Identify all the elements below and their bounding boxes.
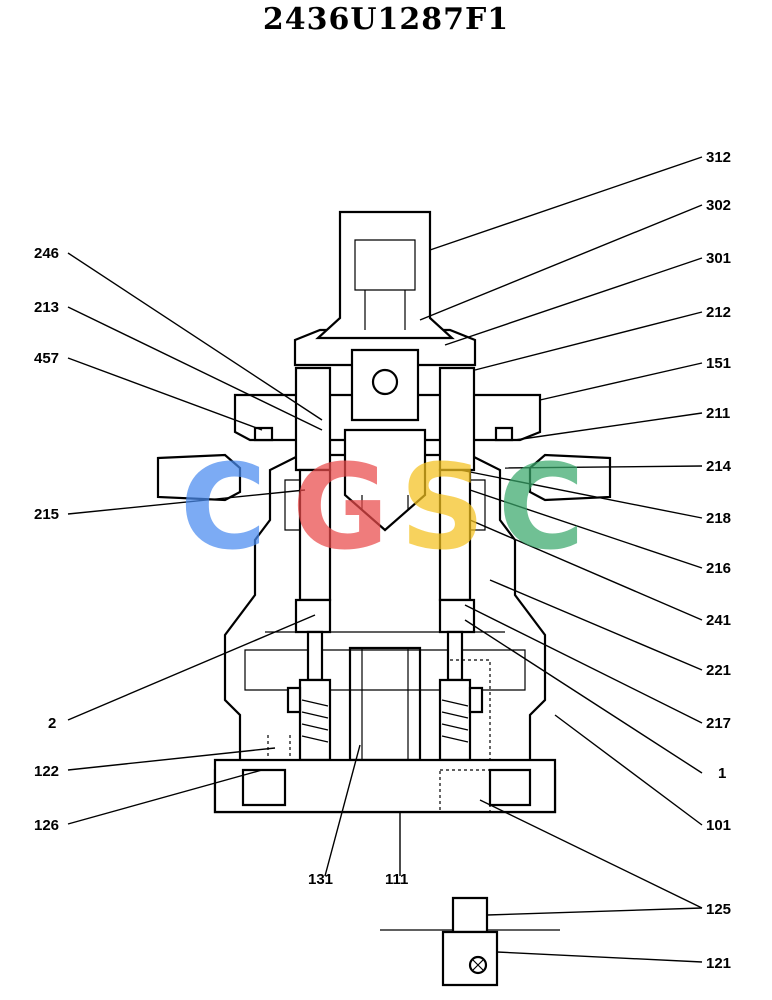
watermark-letter-3: S (400, 438, 485, 576)
watermark-letter-4: C (498, 438, 585, 576)
watermark: C G S C (180, 438, 585, 576)
leader-lines (67, 156, 703, 963)
callout-457: 457 (34, 350, 59, 367)
callout-213: 213 (34, 299, 59, 316)
callout-312: 312 (706, 149, 731, 166)
callout-215: 215 (34, 506, 59, 523)
callout-1: 1 (718, 765, 726, 782)
valve-assembly (156, 210, 612, 987)
callout-125: 125 (706, 901, 731, 918)
callout-241: 241 (706, 612, 731, 629)
callout-211: 211 (706, 405, 730, 422)
callout-246: 246 (34, 245, 59, 262)
callout-121: 121 (706, 955, 731, 972)
callout-216: 216 (706, 560, 731, 577)
callout-217: 217 (706, 715, 731, 732)
callout-214: 214 (706, 458, 732, 475)
callout-302: 302 (706, 197, 731, 214)
callout-101: 101 (706, 817, 731, 834)
callout-151: 151 (706, 355, 731, 372)
callout-131: 131 (308, 871, 333, 888)
watermark-letter-1: C (180, 438, 267, 576)
callout-labels: 312 302 301 212 151 211 214 218 216 241 … (34, 149, 732, 972)
callout-221: 221 (706, 662, 731, 679)
drawing-number-title: 2436U1287F1 (262, 2, 510, 37)
callout-301: 301 (706, 250, 731, 267)
callout-212: 212 (706, 304, 731, 321)
callout-218: 218 (706, 510, 731, 527)
callout-126: 126 (34, 817, 59, 834)
watermark-letter-2: G (292, 438, 389, 576)
callout-122: 122 (34, 763, 59, 780)
callout-2: 2 (48, 715, 56, 732)
callout-111: 111 (385, 871, 408, 888)
